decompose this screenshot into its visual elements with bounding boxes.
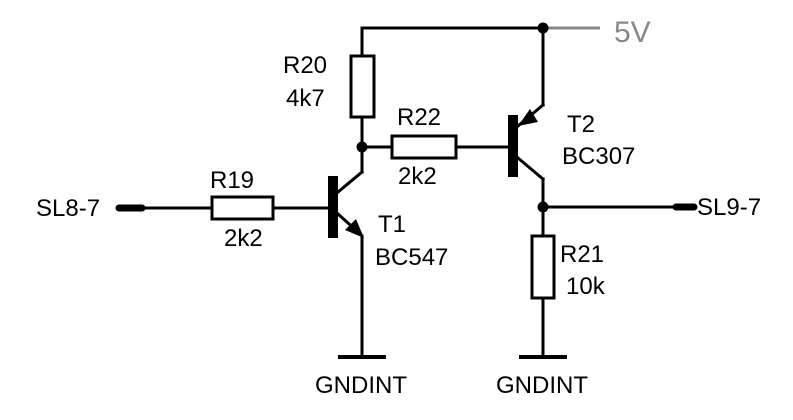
transistor-t2 [508,109,538,177]
r21-value-label: 10k [566,273,606,300]
t1-base-bar [328,176,338,238]
resistor-r22 [390,134,458,160]
junction-dot [537,22,549,34]
t2-collector-lead [515,155,546,182]
t2-part-label: BC307 [562,143,635,170]
supply-label: 5V [614,16,651,49]
r19-value-label: 2k2 [224,225,263,252]
input-port-label: SL8-7 [36,195,100,222]
ground-label: GNDINT [315,372,407,399]
r20-ref-label: R20 [283,52,327,79]
resistor-r19 [210,195,275,221]
transistor-t1 [328,176,364,238]
ground-label: GNDINT [496,372,588,399]
t2-ref-label: T2 [567,111,595,138]
junction-dot [356,141,368,153]
r19-ref-label: R19 [210,167,254,194]
t1-collector-lead [335,169,365,195]
t1-ref-label: T1 [378,211,406,238]
r22-ref-label: R22 [397,104,441,131]
t1-part-label: BC547 [375,244,448,271]
t1-emitter-arrow-icon [345,219,364,238]
r22-value-label: 2k2 [398,163,437,190]
t2-base-bar [508,115,518,177]
resistor-r21 [530,234,556,300]
r20-value-label: 4k7 [286,85,325,112]
t2-emitter-arrow-icon [518,109,538,126]
output-port-label: SL9-7 [697,194,761,221]
wires [123,26,682,357]
r21-ref-label: R21 [560,241,604,268]
resistor-r20 [349,54,376,119]
junction-dot [537,201,549,213]
